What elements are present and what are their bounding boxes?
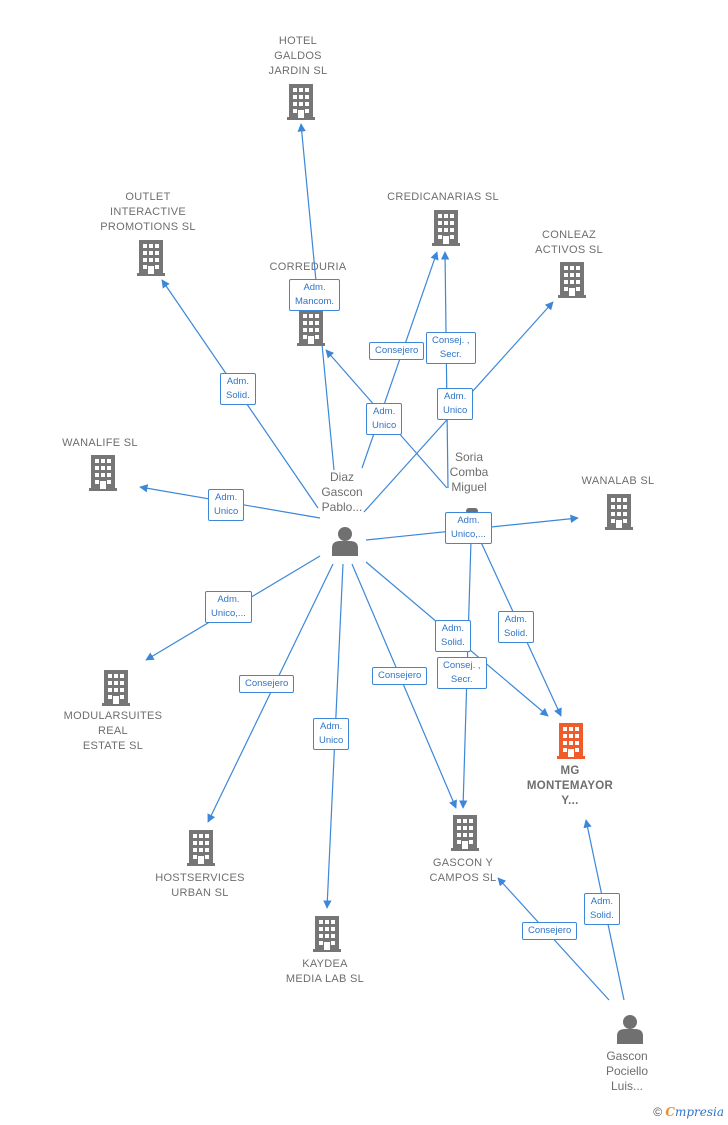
edge-label[interactable]: Consej. , Secr. xyxy=(437,657,487,689)
person-label-gascon-pociello[interactable]: Gascon Pociello Luis... xyxy=(605,1049,649,1093)
building-icon xyxy=(89,455,117,491)
edge-label[interactable]: Consejero xyxy=(372,667,428,685)
edge-label[interactable]: Consejero xyxy=(522,922,578,940)
brand-name: mpresia xyxy=(674,1105,724,1119)
company-label-gascon-campos[interactable]: GASCON Y CAMPOS SL xyxy=(429,857,497,884)
edge-label[interactable]: Adm. Solid. xyxy=(220,373,256,405)
building-icon xyxy=(558,262,586,298)
edge-label[interactable]: Adm. Solid. xyxy=(498,611,534,643)
edge-label[interactable]: Consejero xyxy=(239,675,295,693)
edge-label[interactable]: Adm. Unico,... xyxy=(445,512,492,544)
building-icon xyxy=(297,310,325,346)
brand-initial: C xyxy=(665,1105,675,1119)
edge-label[interactable]: Adm. Solid. xyxy=(584,893,620,925)
person-icon xyxy=(617,1015,643,1044)
company-label-mg-montemayor[interactable]: MG MONTEMAYOR Y... xyxy=(526,765,614,807)
person-icon xyxy=(332,527,358,556)
copyright-symbol: © xyxy=(653,1105,663,1119)
company-label-hostservices[interactable]: HOSTSERVICES URBAN SL xyxy=(155,872,245,899)
company-label-credicanarias[interactable]: CREDICANARIAS SL xyxy=(387,191,499,203)
company-label-hotel-galdos[interactable]: HOTEL GALDOS JARDIN SL xyxy=(268,35,328,77)
building-icon xyxy=(605,494,633,530)
edge-line xyxy=(351,563,457,809)
person-label-diaz[interactable]: Diaz Gascon Pablo... xyxy=(321,470,363,514)
edge-line xyxy=(440,251,450,489)
building-icon xyxy=(287,84,315,120)
brand-logo: © Cmpresia xyxy=(653,1105,724,1119)
edge-label[interactable]: Adm. Unico xyxy=(437,388,474,420)
building-icon xyxy=(451,815,479,851)
company-label-modularsuites[interactable]: MODULARSUITES REAL ESTATE SL xyxy=(63,710,163,752)
edge-label[interactable]: Adm. Mancom. xyxy=(289,279,341,311)
edge-label[interactable]: Adm. Unico xyxy=(366,403,403,435)
edge-label[interactable]: Adm. Solid. xyxy=(435,620,471,652)
building-icon xyxy=(187,830,215,866)
company-label-outlet[interactable]: OUTLET INTERACTIVE PROMOTIONS SL xyxy=(100,191,196,233)
building-icon xyxy=(313,916,341,952)
building-icon xyxy=(432,210,460,246)
company-label-kaydea[interactable]: KAYDEA MEDIA LAB SL xyxy=(285,958,365,985)
edge-label[interactable]: Consejero xyxy=(369,342,425,360)
edge-label[interactable]: Adm. Unico xyxy=(208,489,245,521)
edge-line xyxy=(207,563,334,823)
company-label-wanalife[interactable]: WANALIFE SL xyxy=(62,437,138,449)
building-icon xyxy=(137,240,165,276)
edge-label[interactable]: Adm. Unico xyxy=(313,718,350,750)
person-label-soria[interactable]: Soria Comba Miguel xyxy=(449,450,489,494)
company-label-conleaz[interactable]: CONLEAZ ACTIVOS SL xyxy=(535,229,603,256)
company-label-wanalab[interactable]: WANALAB SL xyxy=(581,475,655,487)
edge-label[interactable]: Consej. , Secr. xyxy=(426,332,476,364)
building-icon xyxy=(102,670,130,706)
building-icon-highlight xyxy=(557,723,585,759)
edge-label[interactable]: Adm. Unico,... xyxy=(205,591,252,623)
